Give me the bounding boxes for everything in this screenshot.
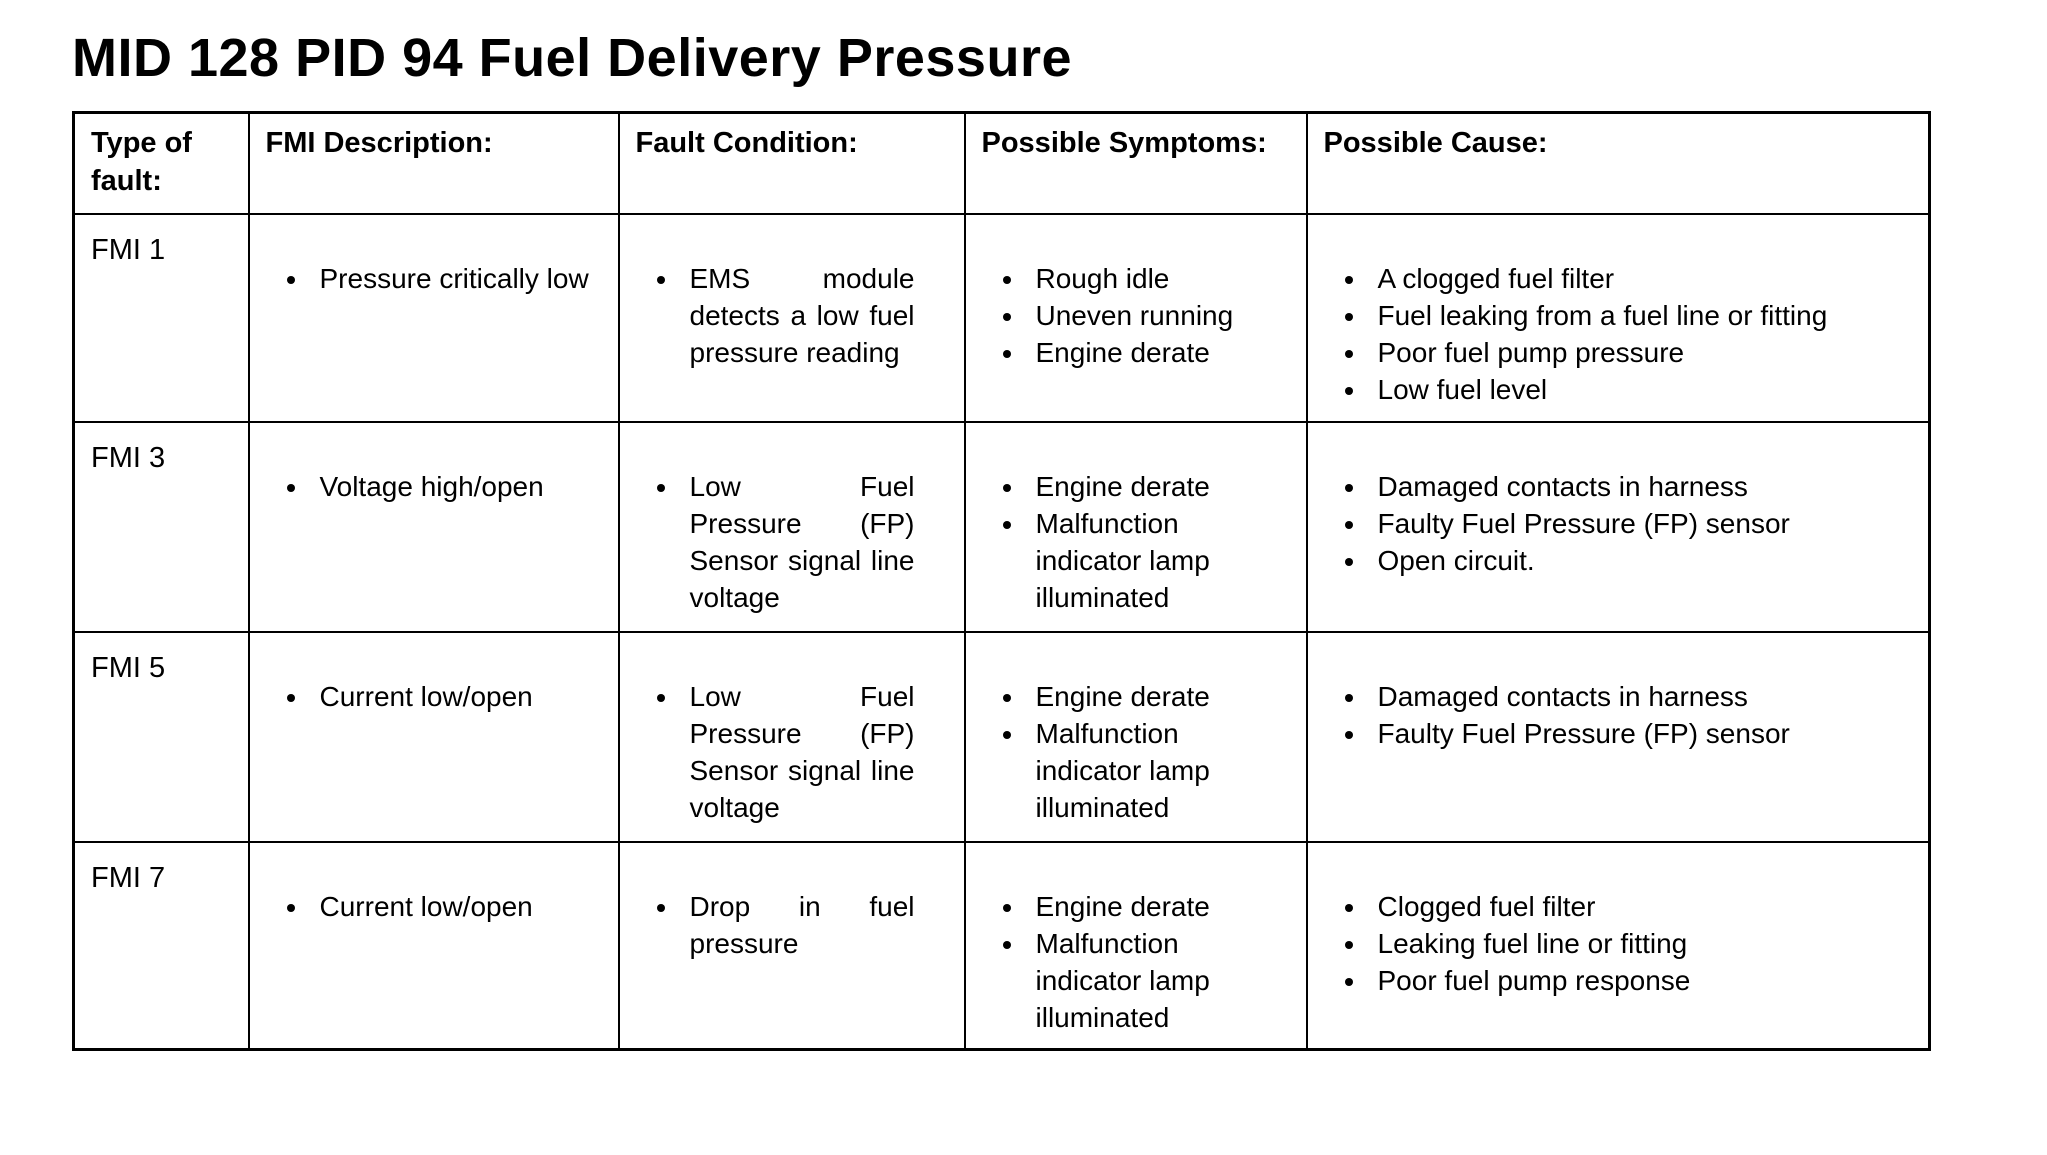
list-item: A clogged fuel filter [1368, 261, 1923, 298]
possible-cause-cell: Damaged contacts in harness Faulty Fuel … [1305, 631, 1931, 844]
fault-id-cell: FMI 3 [72, 421, 250, 634]
list-item: Malfunction indicator lamp illuminated [1026, 926, 1276, 1037]
possible-cause-cell: Damaged contacts in harness Faulty Fuel … [1305, 421, 1931, 634]
header-possible-cause: Possible Cause: [1305, 111, 1931, 216]
list-item: Malfunction indicator lamp illuminated [1026, 506, 1276, 617]
fault-condition-cell: EMS module detects a low fuel pressure r… [617, 213, 966, 424]
list-item: Engine derate [1026, 679, 1276, 716]
possible-symptoms-cell: Engine derate Malfunction indicator lamp… [963, 631, 1308, 844]
list-item: Clogged fuel filter [1368, 889, 1923, 926]
list-item: Open circuit. [1368, 543, 1923, 580]
possible-cause-cell: Clogged fuel filter Leaking fuel line or… [1305, 841, 1931, 1051]
list-item: Engine derate [1026, 335, 1276, 372]
fault-condition-cell: Low Fuel Pressure (FP) Sensor signal lin… [617, 421, 966, 634]
list-item: Low fuel level [1368, 372, 1923, 409]
table-row-fmi-5: FMI 5 Current low/open Low Fuel Pressure… [72, 631, 1931, 844]
fault-condition-cell: Drop in fuel pressure [617, 841, 966, 1051]
list-item: EMS module detects a low fuel pressure r… [680, 261, 915, 372]
page-title: MID 128 PID 94 Fuel Delivery Pressure [72, 28, 1072, 88]
possible-cause-cell: A clogged fuel filter Fuel leaking from … [1305, 213, 1931, 424]
header-fmi-description: FMI Description: [247, 111, 620, 216]
list-item: Drop in fuel pressure [680, 889, 915, 963]
list-item: Current low/open [310, 889, 610, 926]
fault-id-cell: FMI 1 [72, 213, 250, 424]
fault-id-cell: FMI 7 [72, 841, 250, 1051]
header-fault-condition: Fault Condition: [617, 111, 966, 216]
list-item: Poor fuel pump response [1368, 963, 1923, 1000]
table-row-fmi-1: FMI 1 Pressure critically low EMS module… [72, 213, 1931, 424]
possible-symptoms-cell: Engine derate Malfunction indicator lamp… [963, 841, 1308, 1051]
list-item: Leaking fuel line or fitting [1368, 926, 1923, 963]
list-item: Current low/open [310, 679, 610, 716]
list-item: Engine derate [1026, 889, 1276, 926]
list-item: Rough idle [1026, 261, 1276, 298]
possible-symptoms-cell: Engine derate Malfunction indicator lamp… [963, 421, 1308, 634]
list-item: Uneven running [1026, 298, 1276, 335]
fmi-description-cell: Current low/open [247, 631, 620, 844]
list-item: Fuel leaking from a fuel line or fitting [1368, 298, 1923, 335]
list-item: Faulty Fuel Pressure (FP) sensor [1368, 506, 1923, 543]
header-type-of-fault: Type of fault: [72, 111, 250, 216]
fmi-description-cell: Pressure critically low [247, 213, 620, 424]
list-item: Low Fuel Pressure (FP) Sensor signal lin… [680, 469, 915, 617]
list-item: Engine derate [1026, 469, 1276, 506]
list-item: Damaged contacts in harness [1368, 469, 1923, 506]
header-possible-symptoms: Possible Symptoms: [963, 111, 1308, 216]
list-item: Faulty Fuel Pressure (FP) sensor [1368, 716, 1923, 753]
list-item: Malfunction indicator lamp illuminated [1026, 716, 1276, 827]
fault-table: Type of fault: FMI Description: Fault Co… [72, 110, 1931, 1051]
fault-id-cell: FMI 5 [72, 631, 250, 844]
table-row-fmi-3: FMI 3 Voltage high/open Low Fuel Pressur… [72, 421, 1931, 634]
fault-condition-cell: Low Fuel Pressure (FP) Sensor signal lin… [617, 631, 966, 844]
table-row-fmi-7: FMI 7 Current low/open Drop in fuel pres… [72, 841, 1931, 1051]
fmi-description-cell: Current low/open [247, 841, 620, 1051]
list-item: Damaged contacts in harness [1368, 679, 1923, 716]
table-header-row: Type of fault: FMI Description: Fault Co… [72, 111, 1931, 216]
list-item: Voltage high/open [310, 469, 610, 506]
fmi-description-cell: Voltage high/open [247, 421, 620, 634]
list-item: Pressure critically low [310, 261, 610, 298]
list-item: Low Fuel Pressure (FP) Sensor signal lin… [680, 679, 915, 827]
list-item: Poor fuel pump pressure [1368, 335, 1923, 372]
possible-symptoms-cell: Rough idle Uneven running Engine derate [963, 213, 1308, 424]
